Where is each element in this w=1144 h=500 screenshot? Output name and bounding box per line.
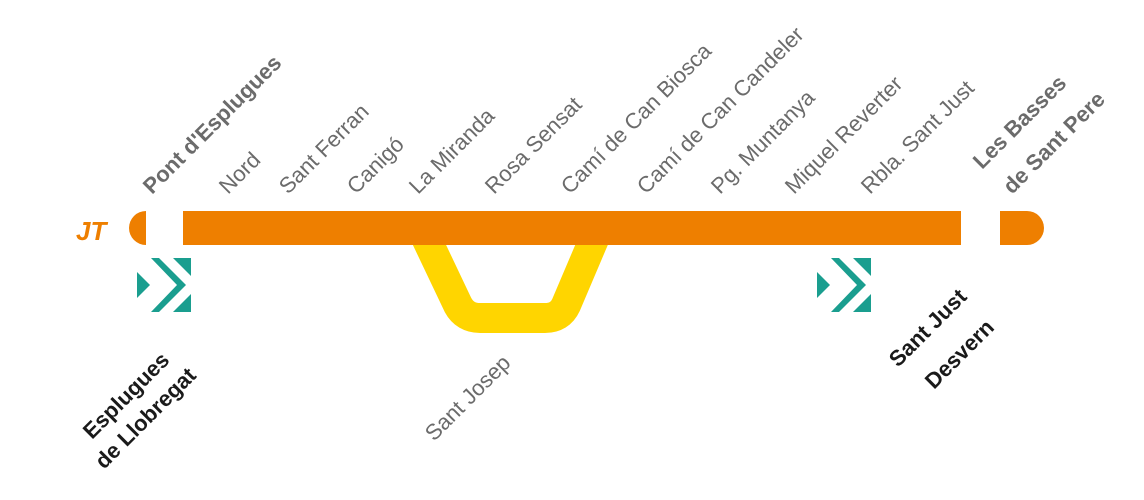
station-label-pont-desplugues: Pont d'Esplugues (138, 50, 286, 198)
station-label-canigo: Canigó (342, 132, 409, 199)
station-label-nord: Nord (214, 147, 265, 198)
line-code-label: JT (76, 216, 108, 246)
interchange-icon (817, 258, 871, 312)
line-start-cap (129, 211, 146, 245)
station-label-sant-josep: Sant Josep (420, 350, 516, 446)
station-label-cami-can-biosca: Camí de Can Biosca (556, 38, 717, 199)
branch-line-sant-josep (406, 218, 614, 333)
interchange-icon (137, 258, 191, 312)
main-line-segment (183, 211, 961, 245)
line-end-segment (1000, 211, 1044, 245)
